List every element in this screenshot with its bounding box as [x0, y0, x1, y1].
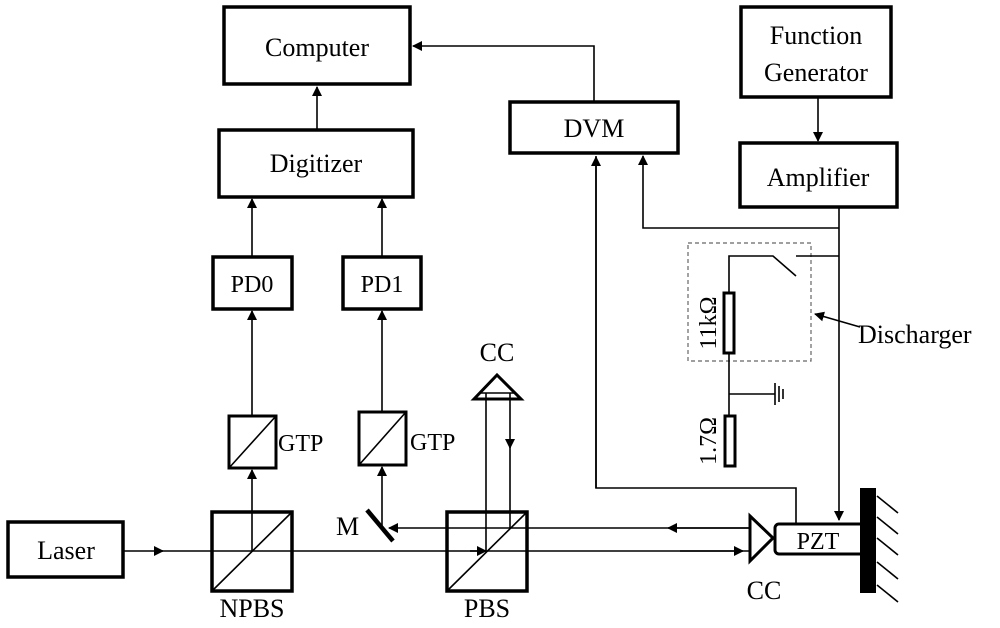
cc-top-label: CC: [480, 338, 515, 367]
digitizer-block: Digitizer: [217, 128, 415, 199]
discharger-pointer-arrow: [814, 311, 861, 328]
amplifier-to-dvm-arrow: [638, 155, 839, 229]
function-generator-label-line1: Function: [770, 21, 862, 50]
resistor-11k: [722, 291, 736, 355]
pzt-label: PZT: [797, 529, 840, 555]
mirror-label: M: [336, 512, 359, 541]
dvm-label: DVM: [564, 114, 625, 143]
computer-block: Computer: [222, 5, 412, 86]
mirror-m: M: [336, 508, 395, 543]
laser-label: Laser: [37, 536, 95, 565]
dvm-to-computer-arrow: [412, 41, 595, 102]
wall-mount-icon: [860, 488, 899, 603]
corner-cube-top: CC: [470, 338, 525, 401]
amplifier-block: Amplifier: [738, 141, 899, 209]
pzt-block: PZT: [773, 522, 867, 556]
resistor-1-7ohm-label: 1.7Ω: [696, 417, 722, 465]
pbs-label: PBS: [464, 594, 510, 623]
dvm-block: DVM: [508, 100, 680, 155]
discharger-switch-wire: [728, 255, 797, 435]
resistor-1-7ohm: [723, 414, 737, 468]
pd1-block: PD1: [341, 255, 423, 311]
resistor-11k-label: 11kΩ: [696, 297, 722, 350]
npbs-label: NPBS: [219, 594, 284, 623]
discharger-label: Discharger: [858, 320, 972, 349]
corner-cube-right: CC: [747, 512, 782, 605]
amplifier-label: Amplifier: [767, 163, 870, 192]
pd1-label: PD1: [361, 272, 404, 298]
pbs-cube: PBS: [445, 510, 529, 623]
gtp-left: GTP: [227, 414, 323, 470]
ground-icon: [774, 383, 784, 405]
digitizer-label: Digitizer: [270, 149, 363, 178]
gtp-right: GTP: [357, 410, 455, 467]
pd0-label: PD0: [231, 272, 274, 298]
gtp-right-label: GTP: [410, 430, 455, 456]
computer-label: Computer: [265, 33, 369, 62]
laser-block: Laser: [6, 520, 125, 579]
pd0-block: PD0: [211, 255, 294, 311]
function-generator-label-line2: Generator: [764, 58, 868, 87]
cc-right-label: CC: [747, 576, 782, 605]
discharger-box: [687, 242, 812, 362]
gtp-left-label: GTP: [278, 431, 323, 457]
function-generator-block: Function Generator: [739, 5, 893, 99]
